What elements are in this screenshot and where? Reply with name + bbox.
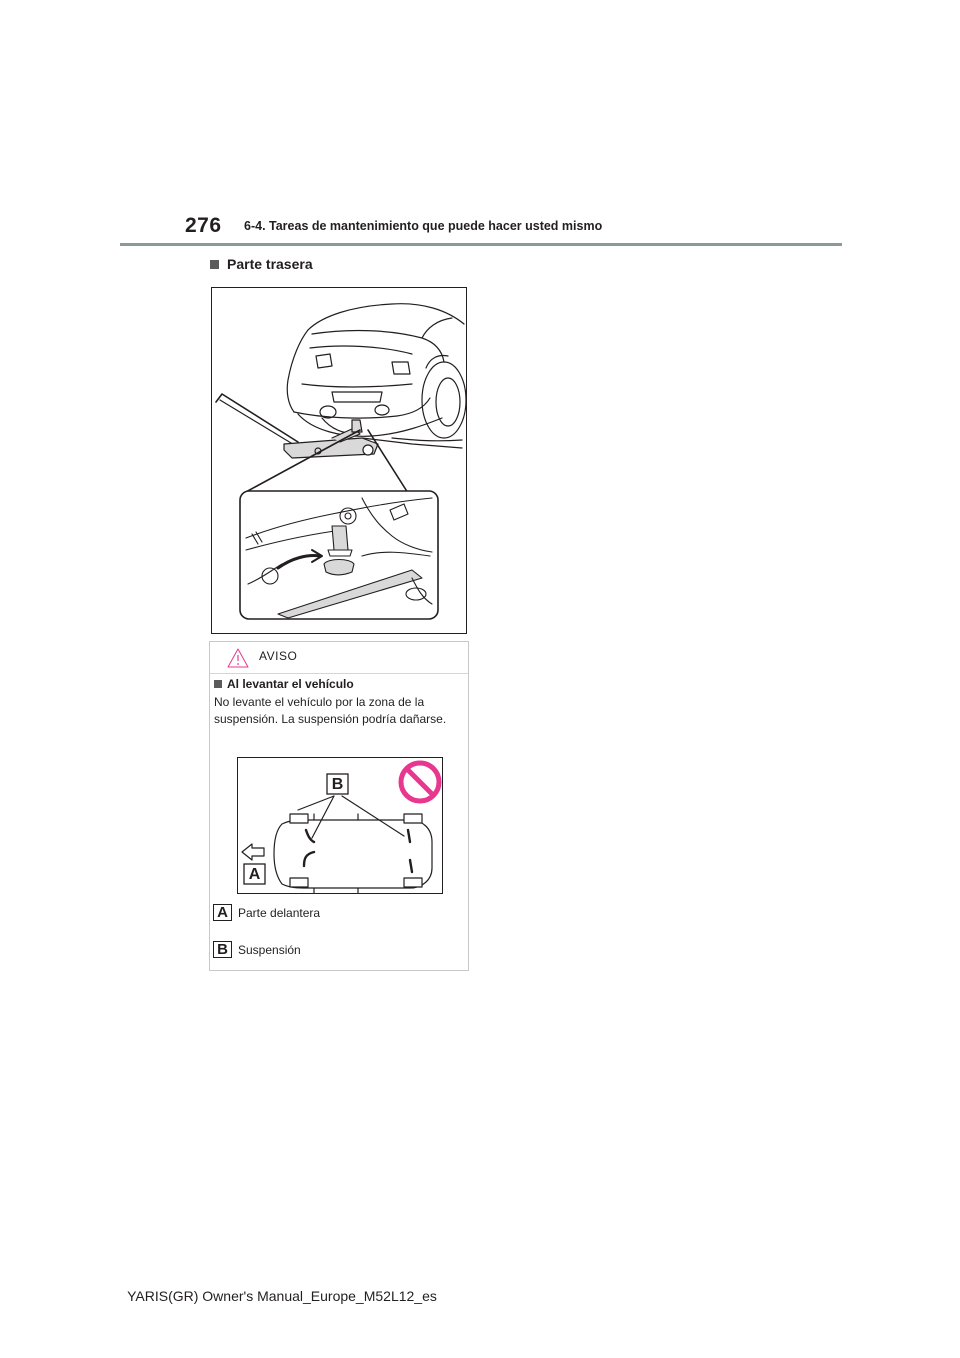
subheading: Parte trasera <box>210 256 313 272</box>
square-bullet-icon <box>214 680 222 688</box>
warning-header: AVISO <box>210 642 468 674</box>
label-b: B <box>332 776 344 793</box>
lift-points-drawing: B <box>241 760 442 895</box>
header-divider <box>120 243 842 246</box>
legend-item-b: B Suspensión <box>213 941 301 958</box>
lift-points-diagram: B <box>237 757 443 895</box>
warning-triangle-icon <box>227 648 249 668</box>
warning-subheading: Al levantar el vehículo <box>214 677 354 691</box>
subheading-text: Parte trasera <box>227 256 313 272</box>
legend-label-a: Parte delantera <box>238 905 321 920</box>
warning-box: AVISO Al levantar el vehículo No levante… <box>209 641 469 971</box>
rear-jack-illustration <box>211 287 467 634</box>
rear-jack-drawing <box>215 303 466 620</box>
legend-item-a: A Parte delantera <box>213 904 320 921</box>
legend-key-a: A <box>213 904 232 921</box>
warning-body-text: No levante el vehículo por la zona de la… <box>214 695 447 726</box>
section-title: 6-4. Tareas de mantenimiento que puede h… <box>244 219 603 233</box>
label-a: A <box>249 866 261 883</box>
legend-key-b: B <box>213 941 232 958</box>
warning-subheading-text: Al levantar el vehículo <box>227 677 354 691</box>
page-number: 276 <box>185 214 222 237</box>
legend-label-b: Suspensión <box>238 942 301 957</box>
footer-text: YARIS(GR) Owner's Manual_Europe_M52L12_e… <box>127 1288 437 1304</box>
footer: YARIS(GR) Owner's Manual_Europe_M52L12_e… <box>0 1288 960 1304</box>
warning-label: AVISO <box>259 649 298 663</box>
prohibited-icon <box>398 760 442 804</box>
square-bullet-icon <box>210 259 219 269</box>
